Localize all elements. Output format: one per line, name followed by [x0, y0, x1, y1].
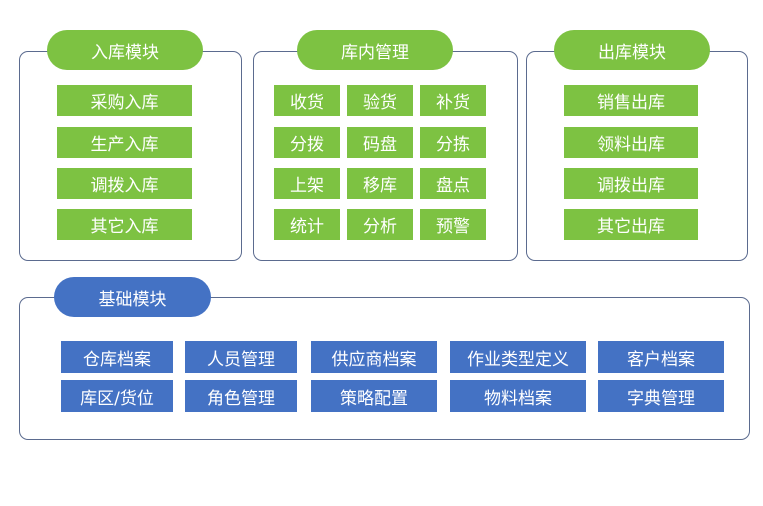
outbound-item-sales: 销售出库	[564, 85, 698, 116]
outbound-item-other: 其它出库	[564, 209, 698, 240]
warehouse-item-inspect: 验货	[347, 85, 413, 116]
warehouse-item-replenish: 补货	[420, 85, 486, 116]
outbound-item-requisition: 领料出库	[564, 127, 698, 158]
warehouse-item-sort: 分拣	[420, 127, 486, 158]
warehouse-item-statistics: 统计	[274, 209, 340, 240]
base-item-customer-archive: 客户档案	[598, 341, 724, 373]
outbound-item-transfer: 调拨出库	[564, 168, 698, 199]
base-item-operation-type: 作业类型定义	[450, 341, 586, 373]
warehouse-item-receive: 收货	[274, 85, 340, 116]
base-item-personnel: 人员管理	[185, 341, 297, 373]
inbound-item-transfer: 调拨入库	[57, 168, 192, 199]
warehouse-item-allocate: 分拨	[274, 127, 340, 158]
warehouse-item-count: 盘点	[420, 168, 486, 199]
inbound-item-purchase: 采购入库	[57, 85, 192, 116]
warehouse-item-alert: 预警	[420, 209, 486, 240]
warehouse-module-title: 库内管理	[297, 30, 453, 70]
inbound-item-production: 生产入库	[57, 127, 192, 158]
warehouse-item-palletize: 码盘	[347, 127, 413, 158]
warehouse-item-analysis: 分析	[347, 209, 413, 240]
base-item-dictionary: 字典管理	[598, 380, 724, 412]
base-item-zone-location: 库区/货位	[61, 380, 173, 412]
inbound-item-other: 其它入库	[57, 209, 192, 240]
base-item-warehouse-archive: 仓库档案	[61, 341, 173, 373]
base-module-title: 基础模块	[54, 277, 211, 317]
base-item-role: 角色管理	[185, 380, 297, 412]
outbound-module-title: 出库模块	[554, 30, 710, 70]
base-item-material-archive: 物料档案	[450, 380, 586, 412]
inbound-module-title: 入库模块	[47, 30, 203, 70]
warehouse-item-move: 移库	[347, 168, 413, 199]
base-item-supplier-archive: 供应商档案	[311, 341, 437, 373]
warehouse-item-shelve: 上架	[274, 168, 340, 199]
base-item-strategy: 策略配置	[311, 380, 437, 412]
